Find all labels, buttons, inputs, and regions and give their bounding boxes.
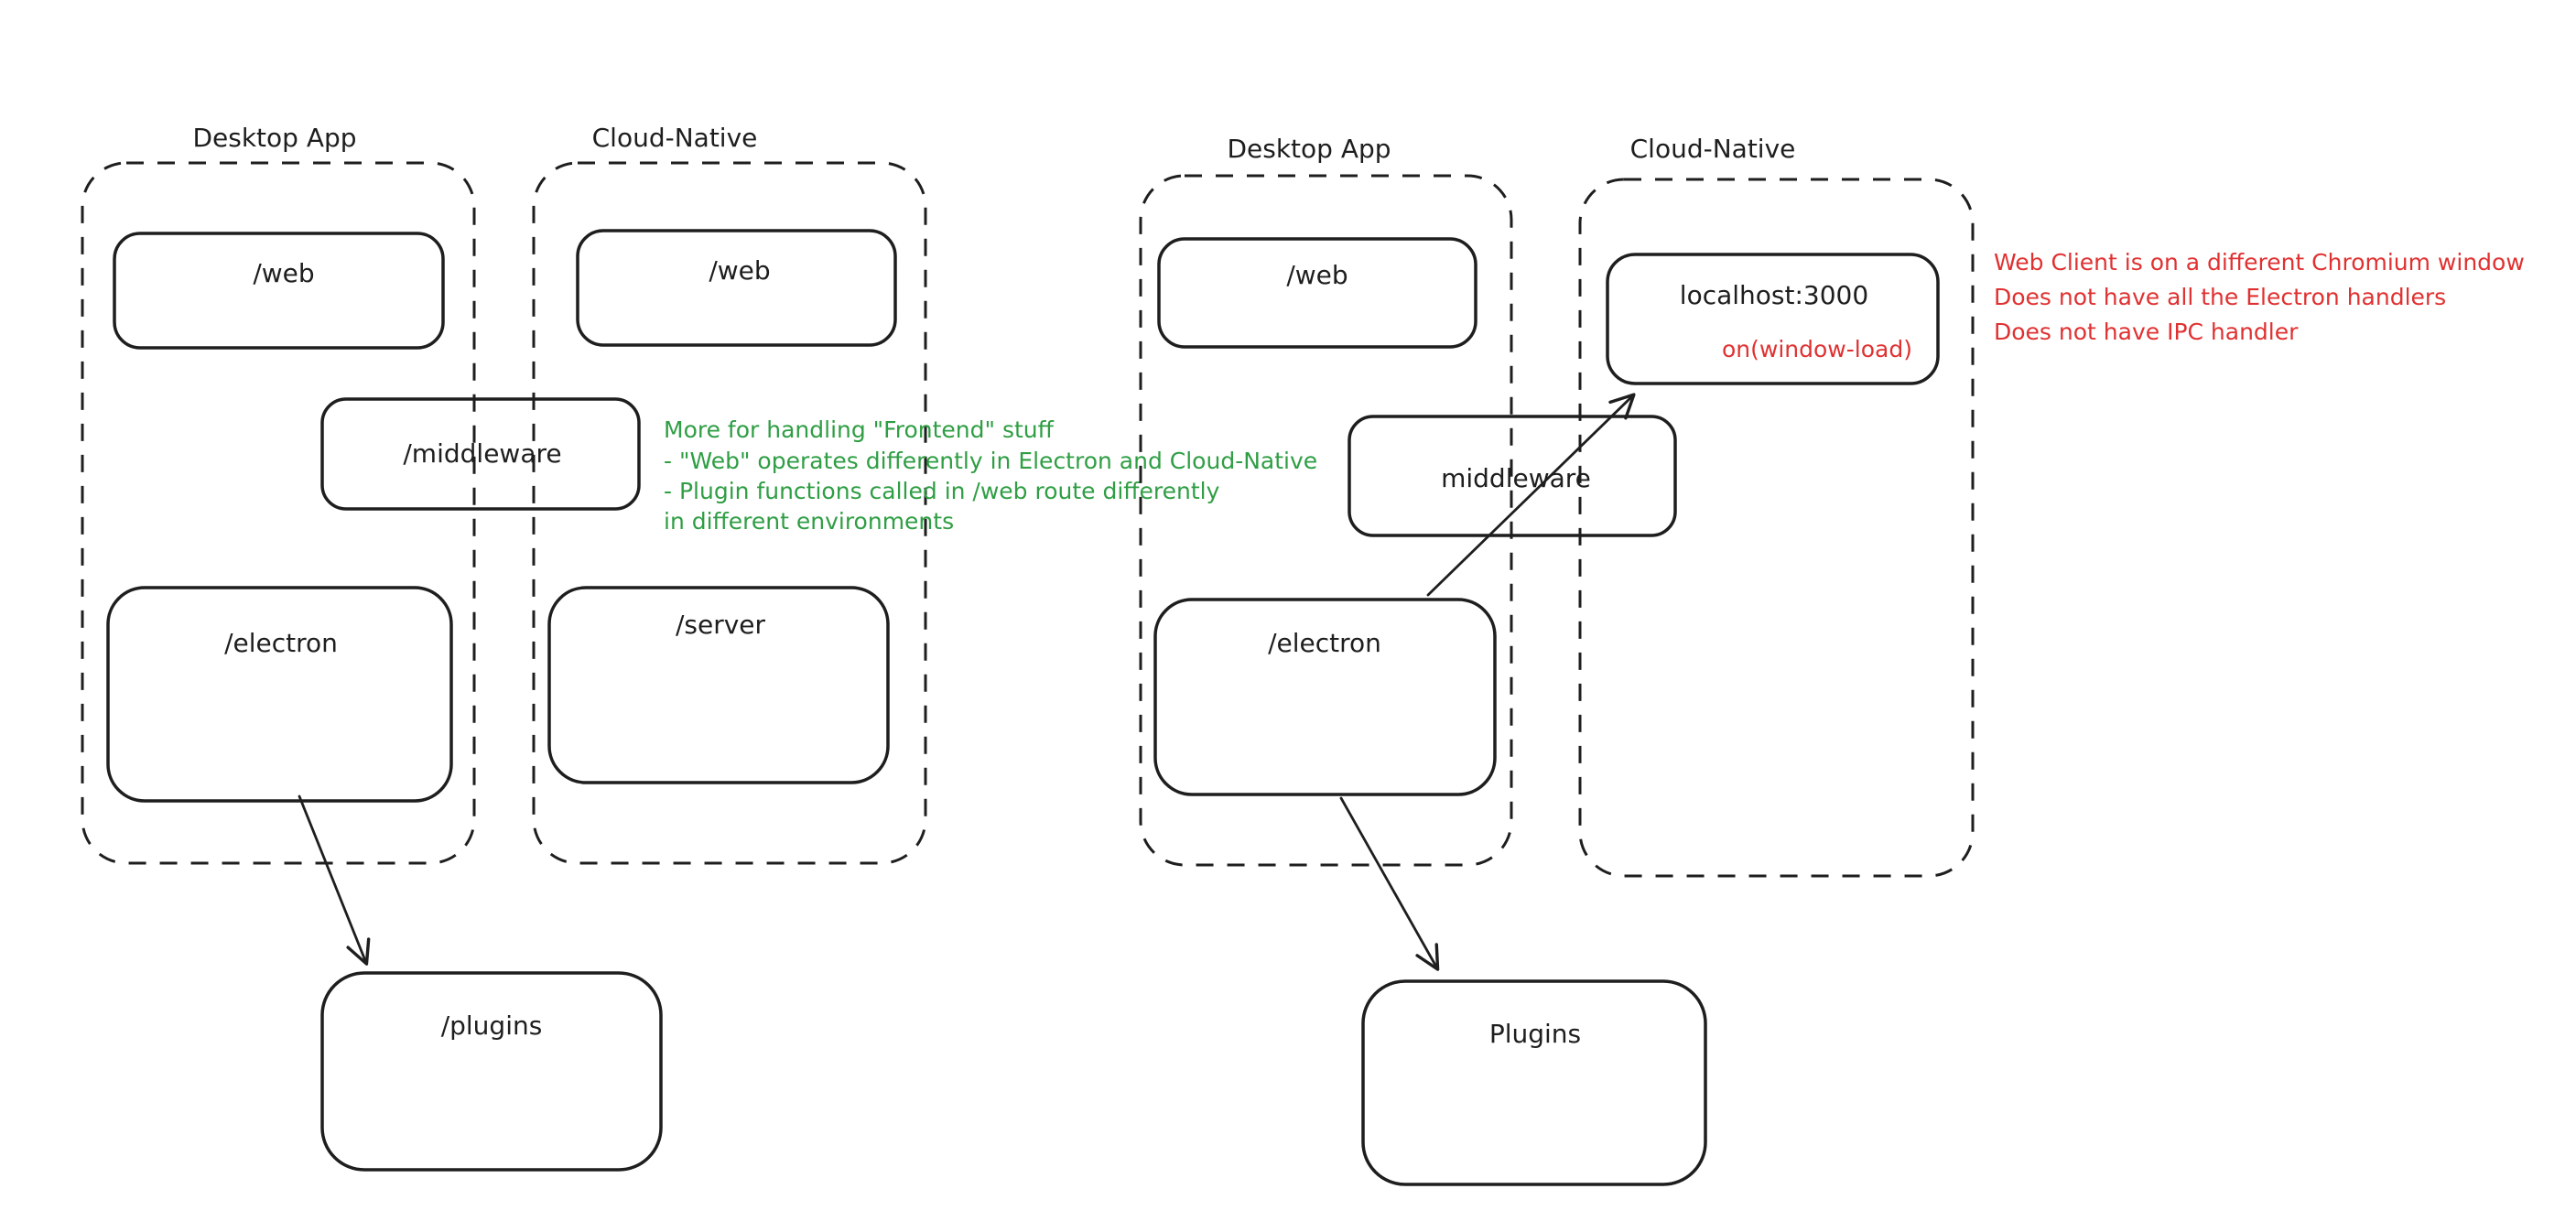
right-electron-box — [1153, 598, 1497, 796]
right-note-text: Web Client is on a different Chromium wi… — [1994, 249, 2525, 345]
right-diagram: Desktop App Cloud-Native /web localhost:… — [1139, 134, 2525, 1186]
left-middleware-box — [320, 397, 641, 511]
right-middleware-box — [1348, 415, 1677, 537]
right-middleware-label: middleware — [1441, 463, 1591, 493]
left-electron-to-plugins-arrow — [298, 794, 371, 966]
right-window-load-label: on(window-load) — [1722, 336, 1912, 362]
left-web-cloud-label: /web — [709, 255, 770, 286]
right-electron-label: /electron — [1268, 628, 1381, 658]
note-line: Does not have all the Electron handlers — [1994, 284, 2446, 310]
left-electron-box — [106, 586, 453, 803]
note-line: - "Web" operates differently in Electron… — [664, 448, 1317, 474]
right-electron-to-localhost-arrow — [1426, 393, 1636, 597]
left-middleware-label: /middleware — [403, 438, 561, 469]
right-web-box — [1157, 237, 1477, 349]
right-desktop-app-container — [1139, 174, 1513, 867]
right-desktop-app-label: Desktop App — [1227, 134, 1391, 164]
left-server-label: /server — [676, 610, 766, 640]
note-line: Web Client is on a different Chromium wi… — [1994, 249, 2525, 276]
note-line: Does not have IPC handler — [1994, 319, 2299, 345]
left-web-desktop-box — [113, 232, 445, 350]
right-electron-to-plugins-arrow — [1339, 796, 1440, 971]
right-plugins-label: Plugins — [1489, 1019, 1581, 1049]
note-line: - Plugin functions called in /web route … — [664, 478, 1220, 504]
left-diagram: Desktop App Cloud-Native /web /web /midd… — [81, 123, 1317, 1172]
right-localhost-box — [1606, 253, 1940, 385]
left-web-desktop-label: /web — [253, 258, 314, 288]
note-line: in different environments — [664, 508, 954, 535]
right-localhost-label: localhost:3000 — [1680, 280, 1868, 310]
right-web-label: /web — [1286, 260, 1348, 290]
left-cloud-native-label: Cloud-Native — [592, 123, 758, 153]
left-electron-label: /electron — [224, 628, 338, 658]
note-line: More for handling "Frontend" stuff — [664, 416, 1055, 443]
left-server-box — [547, 586, 890, 784]
left-web-cloud-box — [576, 229, 897, 347]
right-plugins-box — [1361, 979, 1707, 1186]
right-cloud-native-label: Cloud-Native — [1630, 134, 1796, 164]
left-desktop-app-label: Desktop App — [192, 123, 356, 153]
left-plugins-label: /plugins — [441, 1010, 543, 1041]
left-plugins-box — [320, 971, 663, 1172]
left-note-text: More for handling "Frontend" stuff - "We… — [664, 416, 1317, 535]
